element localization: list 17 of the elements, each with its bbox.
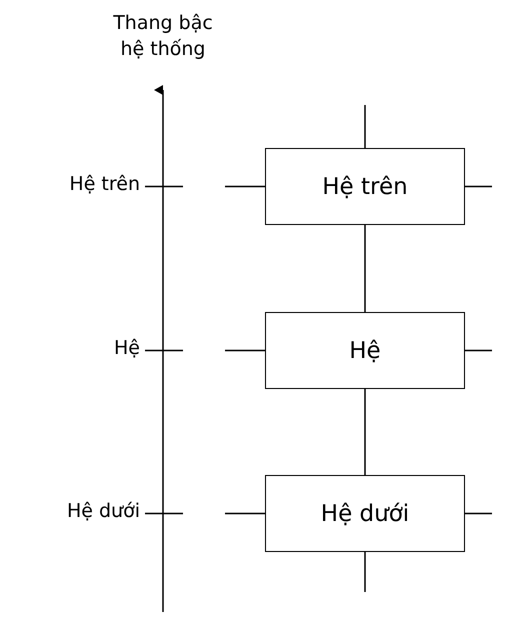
connector-line	[225, 186, 265, 188]
level-label: Hệ dưới	[66, 500, 140, 522]
level-box: Hệ trên	[265, 148, 465, 225]
level-box: Hệ dưới	[265, 475, 465, 552]
level-label: Hệ	[114, 336, 140, 358]
connector-line	[465, 350, 492, 352]
connector-line	[465, 512, 492, 514]
level-label: Hệ trên	[69, 172, 140, 194]
connector-line	[364, 225, 366, 312]
connector-line	[225, 350, 265, 352]
connector-line	[364, 552, 366, 592]
connector-line	[364, 105, 366, 148]
connector-line	[364, 389, 366, 475]
axis-title: Thang bậc hệ thống	[112, 11, 214, 62]
connector-line	[225, 512, 265, 514]
level-box: Hệ	[265, 312, 465, 389]
connector-line	[465, 186, 492, 188]
